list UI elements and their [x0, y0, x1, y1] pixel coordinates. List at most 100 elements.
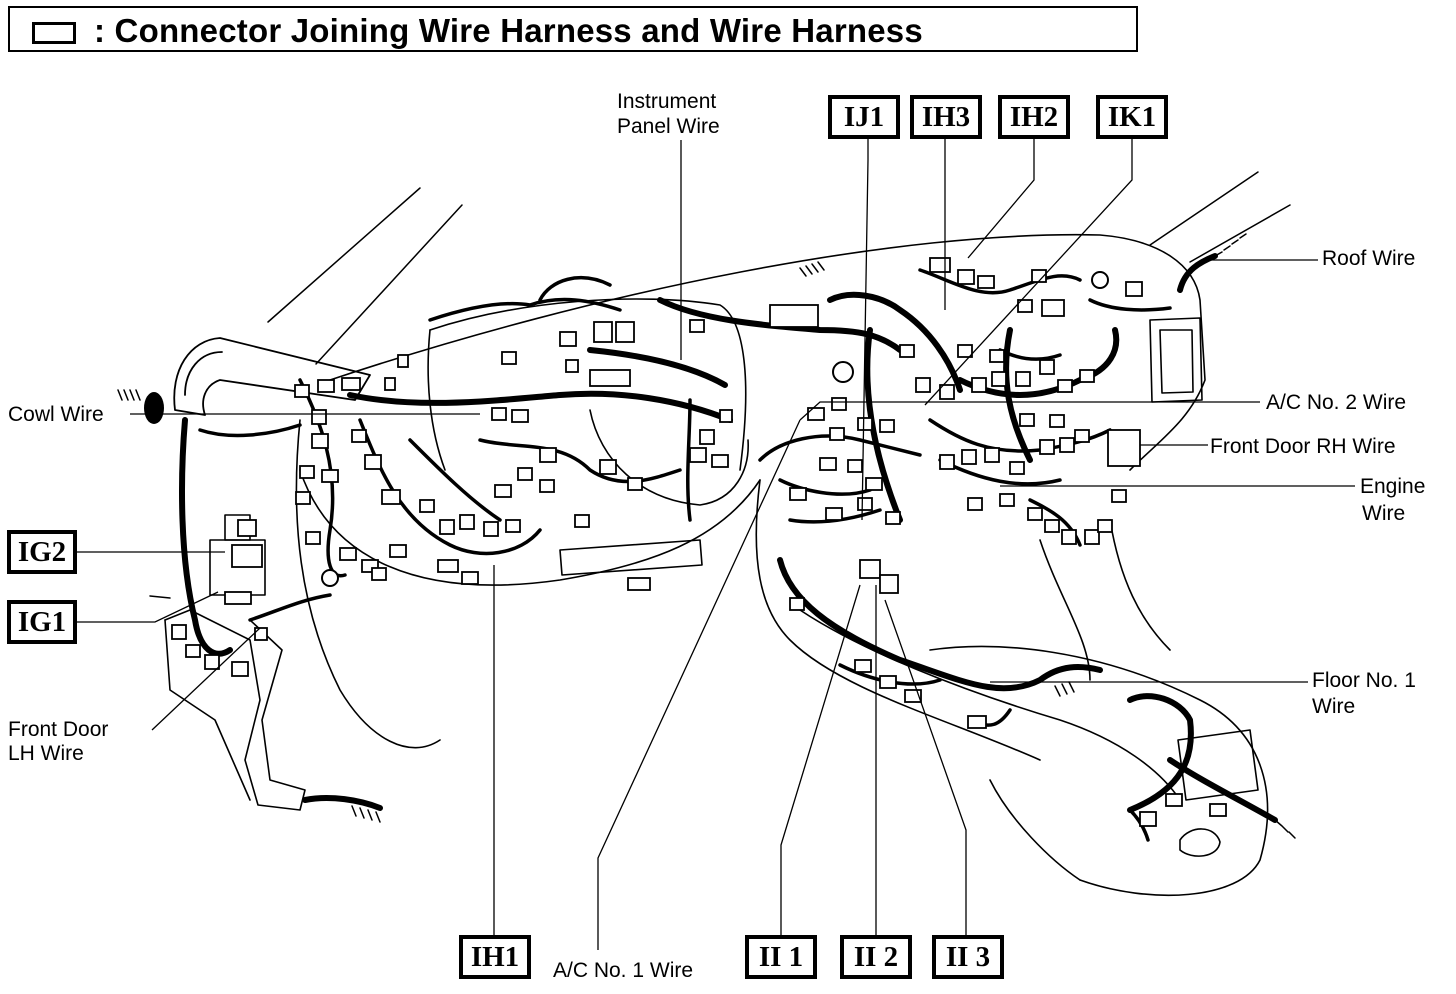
connector-block: [461, 571, 479, 585]
connector-block: [957, 344, 973, 358]
connector-block: [825, 507, 843, 521]
left-duct: [173, 337, 371, 416]
connector-block: [1074, 429, 1090, 443]
connector-code-ii3: II 3: [932, 935, 1004, 979]
connector-block: [311, 433, 329, 449]
connector-block: [879, 675, 897, 689]
connector-block: [967, 715, 987, 729]
connector-block: [915, 377, 931, 393]
connector-block: [1084, 529, 1100, 545]
connector-block: [789, 597, 805, 611]
connector-block: [989, 349, 1005, 363]
title-bar: : Connector Joining Wire Harness and Wir…: [8, 6, 1138, 52]
connector-block: [341, 377, 361, 391]
connector-block: [539, 479, 555, 493]
connector-block: [627, 577, 651, 591]
connector-block: [351, 429, 367, 443]
connector-block: [1044, 519, 1060, 533]
connector-block: [419, 499, 435, 513]
connector-block: [299, 465, 315, 479]
connector-block: [1079, 369, 1095, 383]
connector-block: [689, 319, 705, 333]
connector-block: [847, 459, 863, 473]
connector-block: [1017, 299, 1033, 313]
connector-block: [977, 275, 995, 289]
connector-block: [437, 559, 459, 573]
connector-block: [711, 454, 729, 468]
connector-block: [364, 454, 382, 470]
label-floor-no1-wire-line2: Wire: [1312, 694, 1356, 719]
connector-block: [831, 397, 847, 411]
connector-block: [505, 519, 521, 533]
connector-block: [1009, 461, 1025, 475]
label-instrument-panel-wire-line2: Panel Wire: [617, 114, 720, 139]
connector-code-ij1: IJ1: [828, 95, 900, 139]
connector-block: [559, 331, 577, 347]
connector-block: [769, 304, 819, 328]
connector-block: [311, 409, 327, 425]
connector-block: [957, 269, 975, 285]
connector-block: [574, 514, 590, 528]
connector-block: [859, 559, 881, 579]
label-roof-wire: Roof Wire: [1322, 246, 1416, 271]
connector-block: [231, 544, 263, 568]
connector-block: [1039, 439, 1055, 455]
connector-block: [789, 487, 807, 501]
connector-block: [1209, 803, 1227, 817]
connector-block: [879, 419, 895, 433]
connector-block: [1027, 507, 1043, 521]
connector-block: [237, 519, 257, 537]
connector-block: [491, 407, 507, 421]
connector-block: [857, 417, 873, 431]
label-floor-no1-wire-line1: Floor No. 1: [1312, 668, 1416, 693]
connector-block: [879, 574, 899, 594]
connector-block: [459, 514, 475, 530]
connector-code-ih3: IH3: [910, 95, 982, 139]
connector-block: [539, 447, 557, 463]
connector-block: [885, 511, 901, 525]
connector-block: [295, 491, 311, 505]
connector-code-ik1: IK1: [1096, 95, 1168, 139]
connector-block: [807, 407, 825, 421]
page-title: : Connector Joining Wire Harness and Wir…: [94, 12, 923, 49]
connector-block: [397, 354, 409, 368]
connector-block: [593, 321, 613, 343]
connector-block: [1019, 413, 1035, 427]
connector-block: [1059, 437, 1075, 453]
connector-block: [483, 521, 499, 537]
connector-block: [511, 409, 529, 423]
windshield-lines: [267, 171, 1291, 365]
main-harness: [179, 253, 1278, 823]
connector-block: [389, 544, 407, 558]
connector-block: [689, 447, 707, 463]
label-ac-no1-wire: A/C No. 1 Wire: [553, 958, 694, 983]
connector-block: [381, 489, 401, 505]
connector-block: [939, 384, 955, 400]
connector-code-ii1: II 1: [745, 935, 817, 979]
connector-blocks: [171, 257, 1227, 827]
connector-block: [719, 409, 733, 423]
connector-block: [899, 344, 915, 358]
connector-block: [494, 484, 512, 498]
connector-block: [991, 371, 1007, 387]
connector-block: [1049, 414, 1065, 428]
label-front-door-rh-wire: Front Door RH Wire: [1210, 434, 1396, 459]
connector-block: [971, 377, 987, 393]
label-ac-no2-wire: A/C No. 2 Wire: [1266, 390, 1407, 415]
legend-box-symbol: [32, 22, 76, 44]
connector-block: [939, 454, 955, 470]
connector-block: [1111, 489, 1127, 503]
connector-block: [1015, 371, 1031, 387]
connector-block: [1057, 379, 1073, 393]
connector-block: [1165, 793, 1183, 807]
connector-code-ig2: IG2: [7, 530, 77, 574]
connector-block: [321, 469, 339, 483]
connector-block: [171, 624, 187, 640]
connector-block: [565, 359, 579, 373]
connector-block: [967, 497, 983, 511]
connector-block: [501, 351, 517, 365]
label-engine-wire-line1: Engine: [1360, 474, 1426, 499]
connector-block: [317, 379, 335, 393]
connector-block: [854, 659, 872, 673]
